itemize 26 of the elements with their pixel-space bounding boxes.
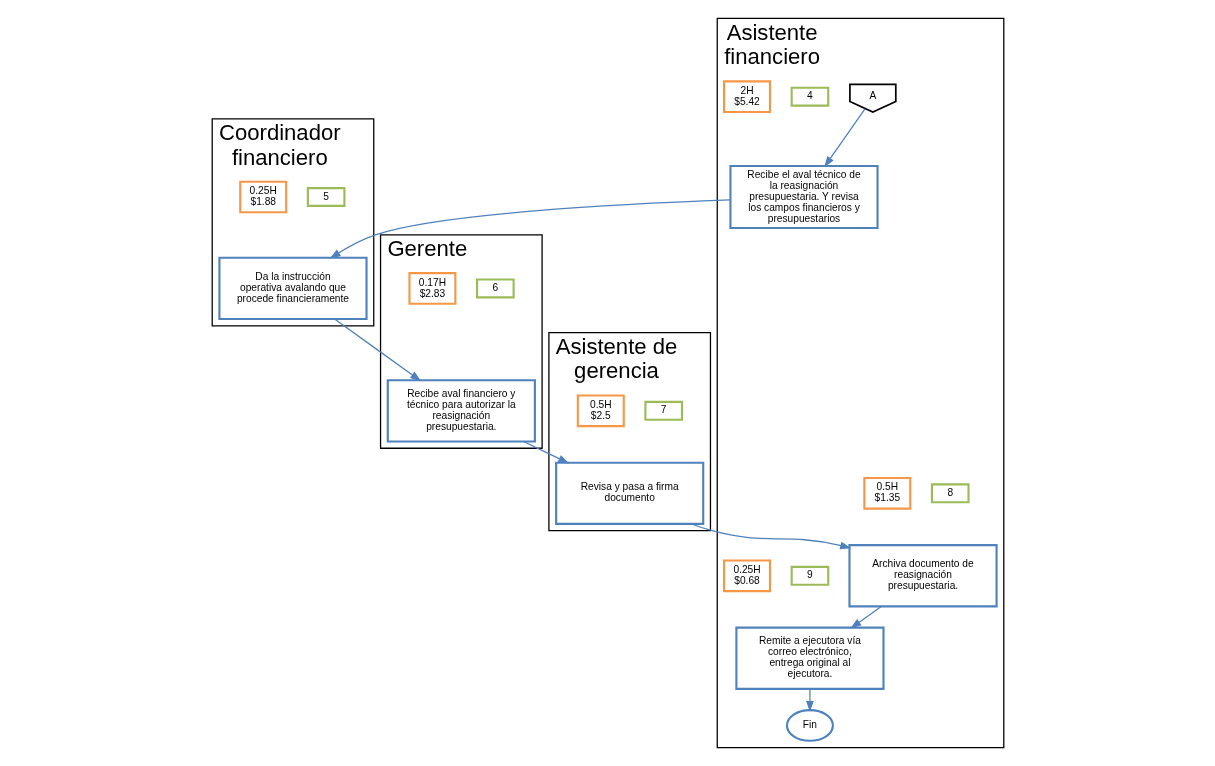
node-box: Archiva documento de reasignación presupuestaria. [847,544,998,608]
node-box: Recibe el aval técnico de la reasignación presupuestaria. Y revisa los campos financieros y presupuestarios [728,164,879,230]
node-box: 0.5H $2.5 [576,394,625,428]
node-box: Remite a ejecutora vía correo electrónico, entrega original al ejecutora. [734,626,885,690]
node-box: 0.25H $0.68 [722,559,771,593]
arrow [823,108,866,168]
arrow [333,318,421,382]
node-box: 7 [643,400,683,421]
arrow [690,523,851,550]
node-box: 9 [790,565,829,586]
node-box: 6 [475,278,515,299]
arrow [849,605,882,629]
arrow [805,688,814,712]
node-box: Revisa y pasa a firma documento [554,461,704,525]
arrow [522,440,569,464]
node-box: Recibe aval financiero y técnico para autorizar la reasignación presupuestaria. [386,379,536,443]
node-box: 0.25H $1.88 [238,180,287,214]
node-box: 2H $5.42 [722,80,771,114]
node-box: 4 [790,86,829,107]
node-ellipse: Fin [785,709,834,742]
node-box: 0.5H $1.35 [862,476,911,510]
node-box: 5 [306,187,345,207]
arrow [329,199,731,259]
node-box: 8 [930,483,970,504]
node-box: Da la instrucción operativa avalando que procede financieramente [217,256,368,321]
node-box: 0.17H $2.83 [407,272,456,305]
